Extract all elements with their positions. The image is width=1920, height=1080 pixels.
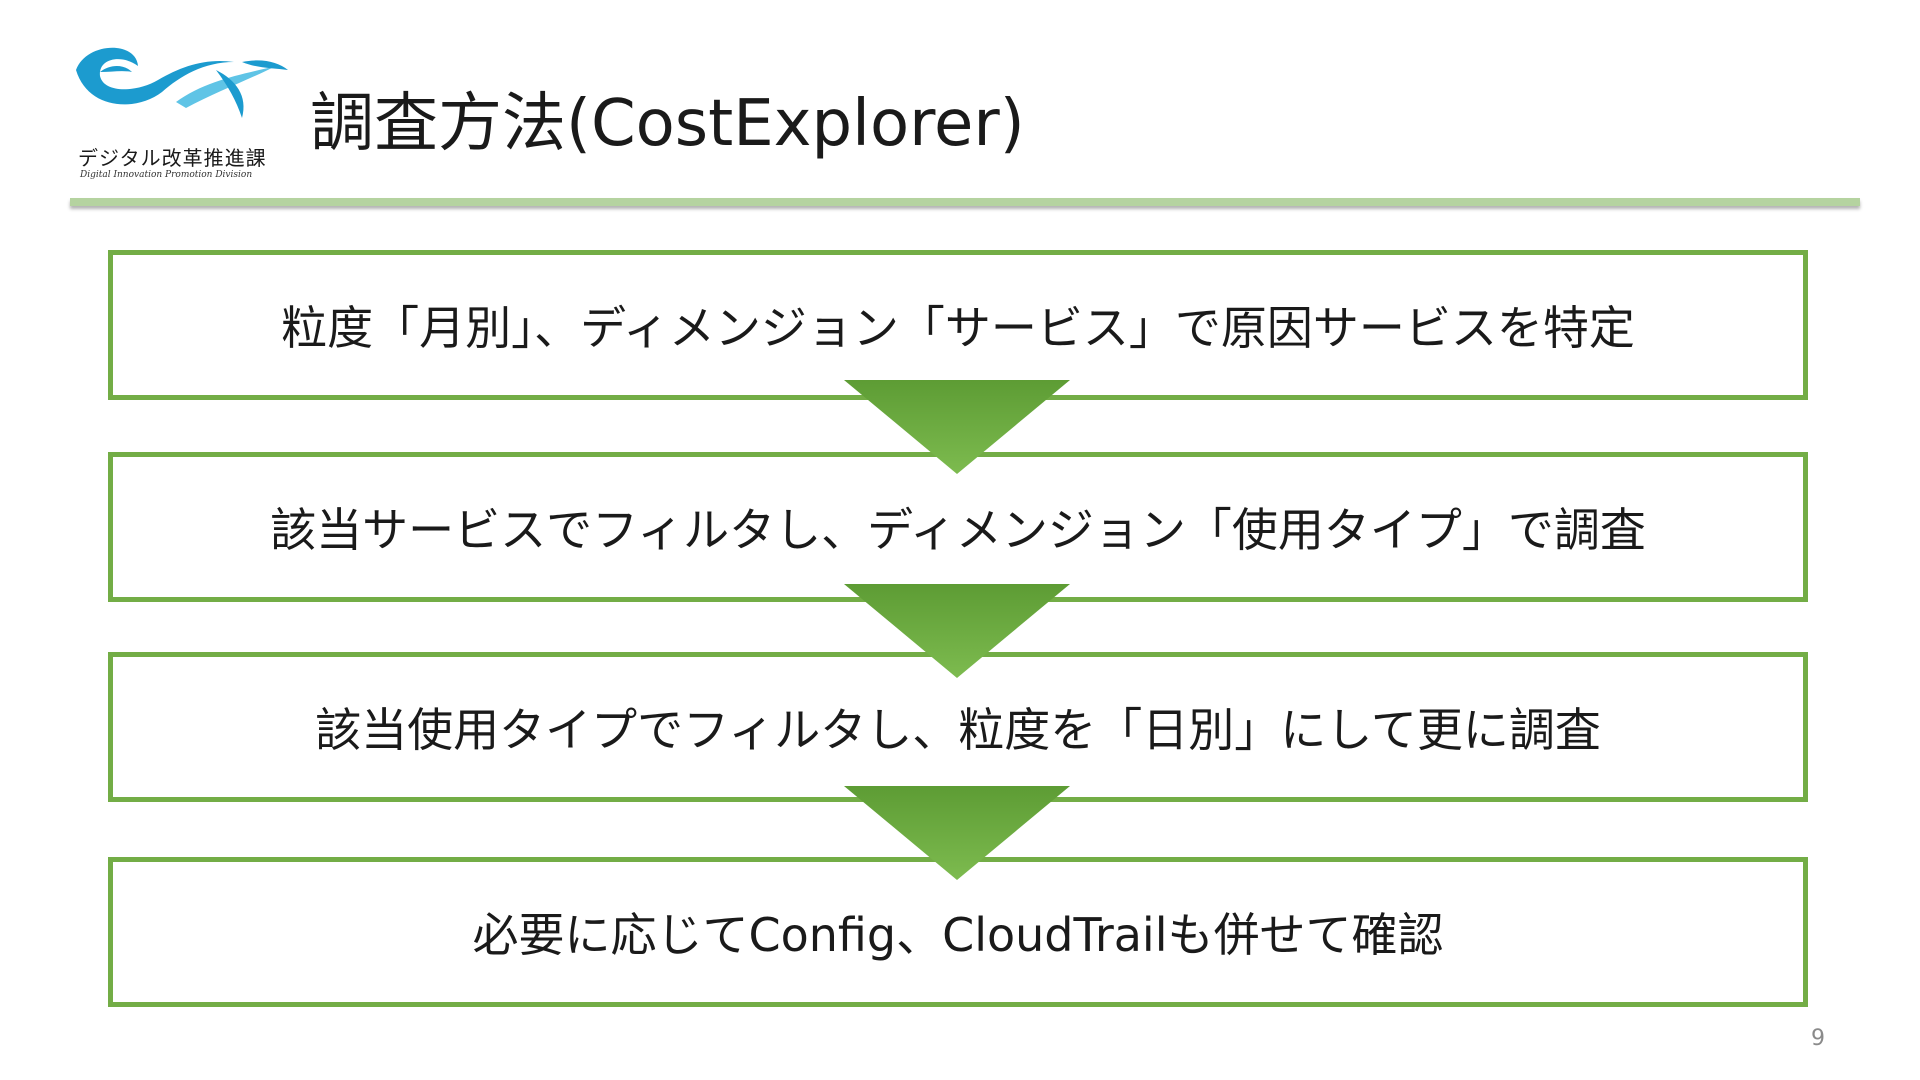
- down-arrow-icon: [844, 584, 1070, 678]
- title-divider: [70, 198, 1860, 206]
- step-2-box: 該当サービスでフィルタし、ディメンジョン「使用タイプ」で調査: [108, 452, 1808, 602]
- page-number: 9: [1811, 1026, 1825, 1051]
- division-logo: デジタル改革推進課 Digital Innovation Promotion D…: [66, 40, 296, 190]
- down-arrow-icon: [844, 786, 1070, 880]
- step-3-text: 該当使用タイプでフィルタし、粒度を「日別」にして更に調査: [315, 703, 1601, 757]
- wave-logo-icon: [76, 47, 288, 118]
- step-1-box: 粒度「月別」、ディメンジョン「サービス」で原因サービスを特定: [108, 250, 1808, 400]
- down-arrow-icon: [844, 380, 1070, 474]
- step-2-text: 該当サービスでフィルタし、ディメンジョン「使用タイプ」で調査: [270, 503, 1646, 557]
- step-1-text: 粒度「月別」、ディメンジョン「サービス」で原因サービスを特定: [281, 301, 1635, 355]
- step-4-box: 必要に応じてConfig、CloudTrailも併せて確認: [108, 857, 1808, 1007]
- step-4-text: 必要に応じてConfig、CloudTrailも併せて確認: [472, 908, 1444, 962]
- logo-text-jp: デジタル改革推進課: [78, 146, 267, 170]
- slide-title: 調査方法(CostExplorer): [310, 87, 1025, 161]
- logo-text-en: Digital Innovation Promotion Division: [80, 170, 253, 180]
